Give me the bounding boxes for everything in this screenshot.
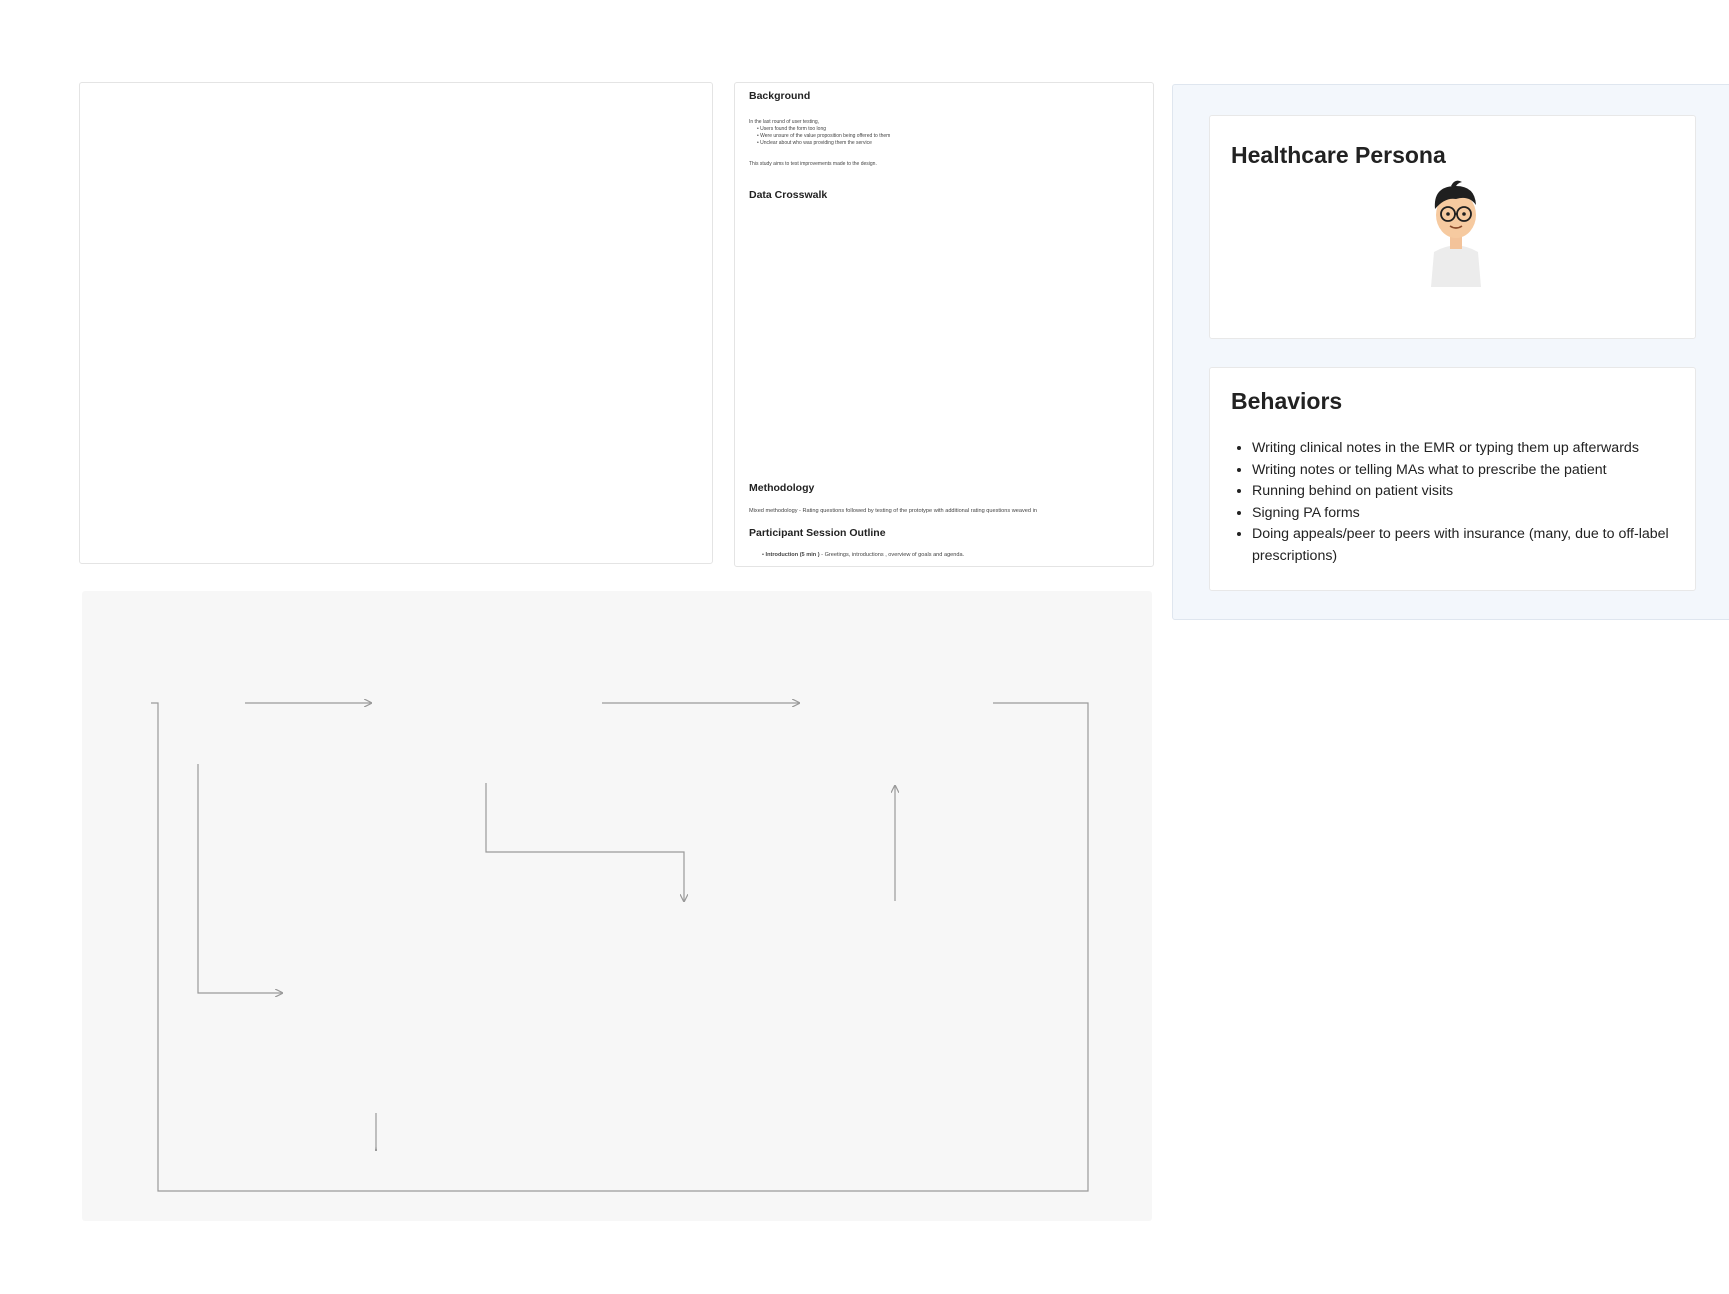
- ecosystem-map[interactable]: [82, 591, 1152, 1221]
- doctor-avatar-icon: [1431, 180, 1481, 287]
- behavior-item: Signing PA forms: [1252, 503, 1682, 525]
- methodology-heading: Methodology: [749, 482, 815, 494]
- behaviors-list: Writing clinical notes in the EMR or typ…: [1252, 438, 1682, 567]
- background-aim: This study aims to test improvements mad…: [749, 161, 877, 167]
- background-bullet: • Unclear about who was providing them t…: [757, 140, 872, 146]
- behavior-item: Writing clinical notes in the EMR or typ…: [1252, 438, 1682, 460]
- behaviors-card: Behaviors Writing clinical notes in the …: [1209, 367, 1696, 591]
- background-intro: In the last round of user testing,: [749, 119, 820, 125]
- background-heading: Background: [749, 90, 811, 102]
- behavior-item: Writing notes or telling MAs what to pre…: [1252, 460, 1682, 482]
- flow-connectors: [151, 591, 1089, 1192]
- behaviors-title: Behaviors: [1231, 388, 1343, 414]
- healthcare-persona-frame[interactable]: Healthcare Persona Behaviors Writing cli…: [1172, 84, 1729, 620]
- behavior-item: Running behind on patient visits: [1252, 481, 1682, 503]
- background-bullet: • Were unsure of the value proposition b…: [757, 133, 891, 139]
- behavior-item: Doing appeals/peer to peers with insuran…: [1252, 524, 1682, 567]
- outline-heading: Participant Session Outline: [749, 527, 886, 539]
- crosswalk-heading: Data Crosswalk: [749, 189, 828, 201]
- persona-title: Healthcare Persona: [1231, 142, 1446, 168]
- methodology-text: Mixed methodology - Rating questions fol…: [749, 508, 1037, 514]
- research-plan-document[interactable]: Background In the last round of user tes…: [734, 82, 1154, 567]
- outline-item: • Introduction (5 min ) - Greetings, int…: [762, 552, 965, 558]
- affinity-board[interactable]: [79, 82, 713, 564]
- background-bullet: • Users found the form too long: [757, 126, 827, 132]
- persona-card: Healthcare Persona: [1209, 115, 1696, 339]
